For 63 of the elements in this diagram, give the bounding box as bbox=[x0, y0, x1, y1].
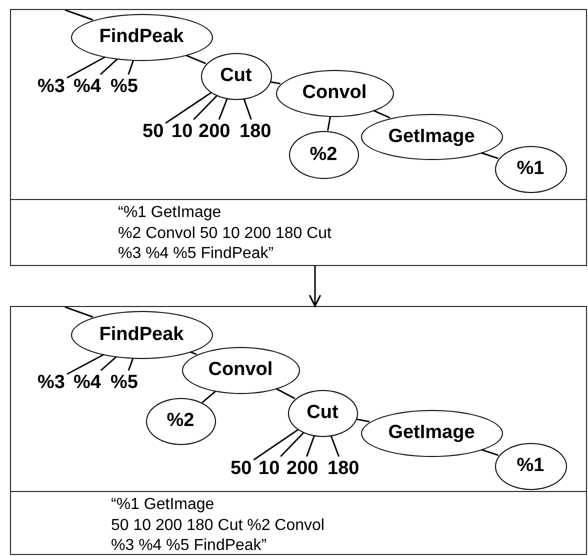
argument-label: 50 bbox=[142, 122, 164, 142]
argument-label: 200 bbox=[286, 458, 318, 478]
arrow bbox=[308, 266, 322, 307]
function-ellipse: %2 bbox=[288, 130, 358, 178]
argument-label: 10 bbox=[172, 122, 193, 142]
tree-line bbox=[306, 436, 315, 457]
code-line: %2 Convol 50 10 200 180 Cut bbox=[118, 224, 332, 244]
argument-label: 180 bbox=[240, 122, 272, 142]
argument-label: %5 bbox=[110, 372, 138, 392]
tree-line bbox=[193, 95, 218, 120]
code-line: %3 %4 %5 FindPeak” bbox=[111, 536, 268, 556]
tree-line bbox=[327, 116, 332, 131]
tree-line bbox=[270, 81, 280, 84]
tree-line bbox=[64, 306, 94, 318]
argument-label: 50 bbox=[230, 458, 252, 478]
function-ellipse: Convol bbox=[182, 346, 300, 394]
tree-line bbox=[253, 429, 298, 461]
function-ellipse: Cut bbox=[288, 390, 358, 436]
argument-label: %5 bbox=[110, 76, 138, 96]
function-ellipse: FindPeak bbox=[70, 14, 212, 60]
tree-line bbox=[276, 388, 296, 400]
argument-label: %4 bbox=[74, 76, 101, 96]
panel-frame bbox=[10, 306, 587, 492]
tree-line bbox=[481, 448, 499, 456]
tree-line bbox=[186, 54, 206, 64]
argument-label: %3 bbox=[38, 372, 65, 392]
function-ellipse: %1 bbox=[494, 146, 566, 192]
code-text-box bbox=[10, 491, 587, 555]
function-ellipse: FindPeak bbox=[70, 310, 212, 358]
tree-line bbox=[190, 351, 197, 355]
argument-label: %3 bbox=[38, 76, 65, 96]
function-ellipse: %1 bbox=[494, 442, 566, 490]
tree-line bbox=[128, 358, 134, 371]
function-ellipse: GetImage bbox=[360, 410, 502, 456]
tree-line bbox=[218, 98, 228, 120]
tree-line bbox=[100, 58, 118, 76]
panel-frame bbox=[10, 9, 587, 200]
tree-line bbox=[66, 56, 106, 79]
tree-line bbox=[243, 98, 252, 120]
tree-line bbox=[280, 432, 304, 458]
code-line: 50 10 200 180 Cut %2 Convol bbox=[111, 516, 326, 536]
code-text-box bbox=[10, 199, 587, 266]
argument-label: 200 bbox=[198, 122, 230, 142]
argument-label: 180 bbox=[328, 458, 360, 478]
tree-line bbox=[356, 418, 370, 422]
argument-label: %4 bbox=[74, 372, 101, 392]
tree-line bbox=[165, 92, 212, 124]
tree-line bbox=[128, 60, 134, 75]
function-ellipse: GetImage bbox=[360, 114, 502, 160]
function-ellipse: Convol bbox=[276, 70, 394, 116]
tree-line bbox=[202, 390, 216, 404]
tree-line bbox=[100, 356, 117, 372]
function-ellipse: %2 bbox=[146, 398, 216, 444]
tree-line bbox=[64, 9, 94, 21]
code-line: “%1 GetImage bbox=[111, 495, 216, 515]
code-line: %3 %4 %5 FindPeak” bbox=[118, 244, 275, 264]
code-line: “%1 GetImage bbox=[118, 203, 222, 223]
argument-label: 10 bbox=[258, 458, 280, 478]
tree-line bbox=[481, 152, 499, 160]
tree-line bbox=[66, 354, 104, 375]
tree-line bbox=[330, 436, 340, 457]
tree-line bbox=[373, 110, 390, 119]
function-ellipse: Cut bbox=[200, 52, 272, 100]
